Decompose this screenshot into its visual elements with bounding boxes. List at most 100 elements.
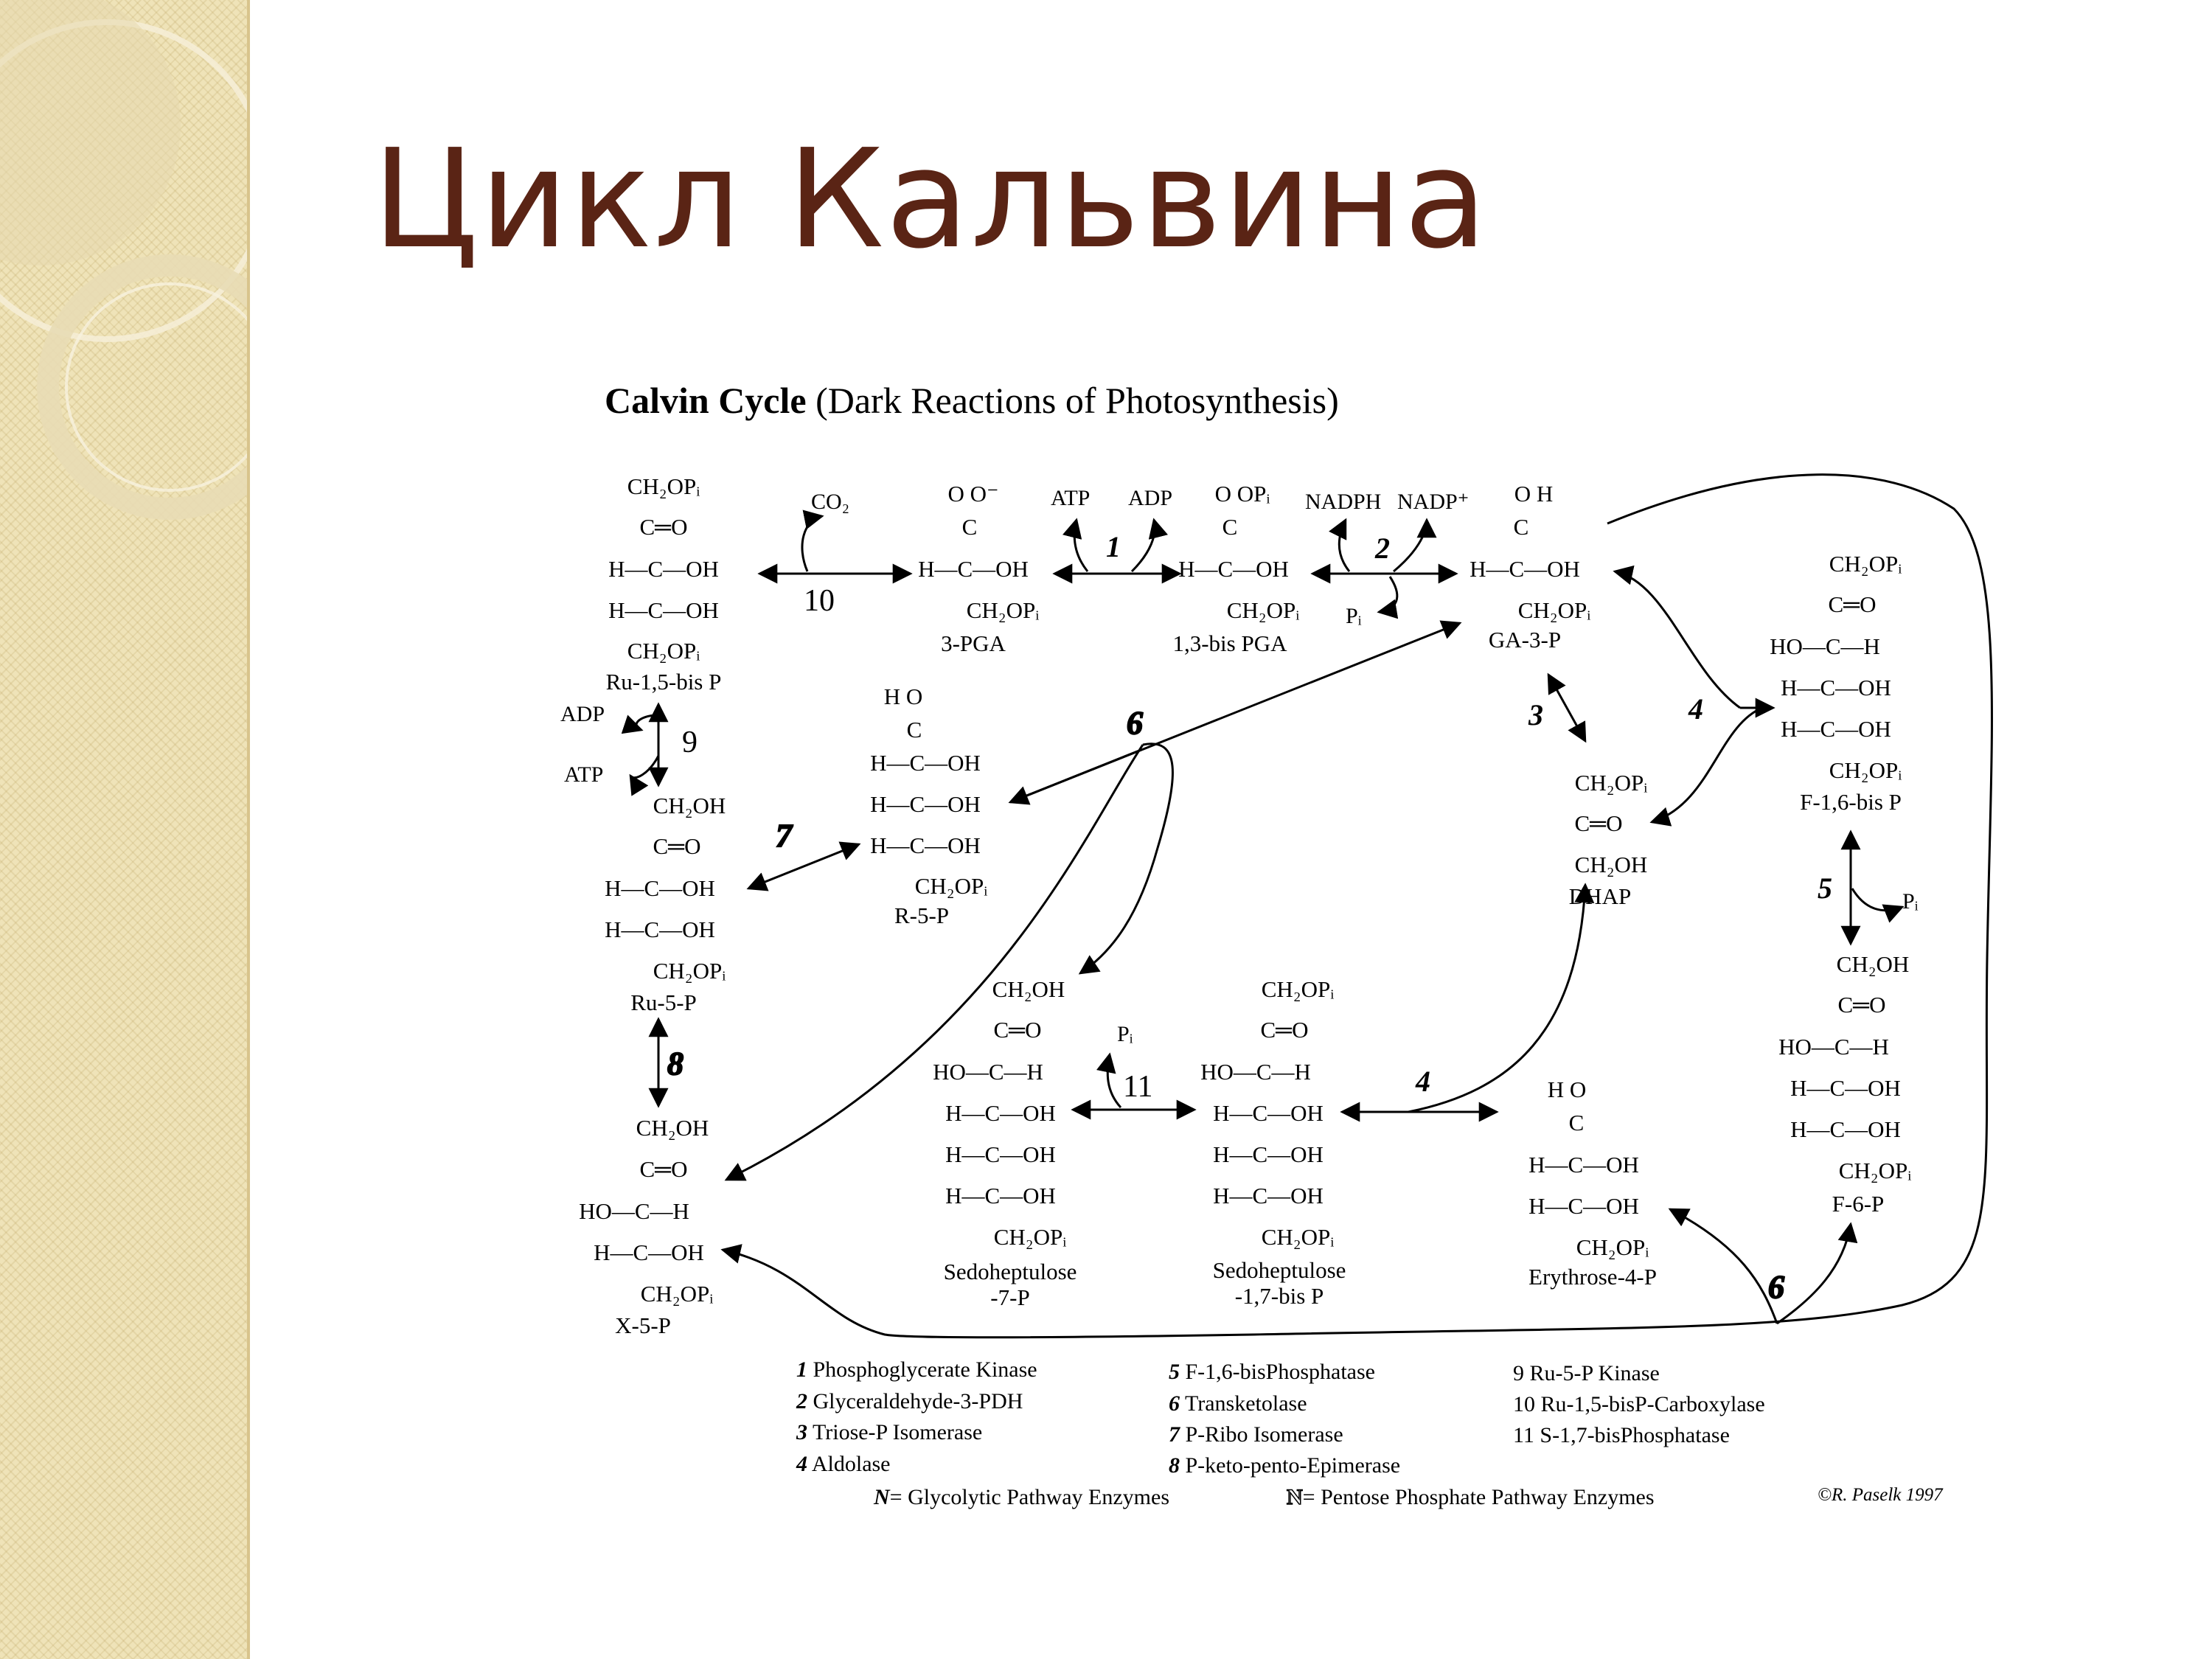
compound-name: 1,3-bis PGA	[1172, 630, 1287, 656]
legend-pentose-note: N= Pentose Phosphate Pathway Enzymes	[1287, 1485, 1655, 1509]
structure-line: H—C—OH	[605, 917, 715, 942]
cofactor-pi-2: Pᵢ	[1346, 604, 1362, 628]
compound-name: DHAP	[1569, 883, 1631, 909]
structure-line: H—C—OH	[1790, 1116, 1901, 1142]
structure-line: CH₂OPᵢ	[967, 597, 1040, 623]
compound-ru5p: CH₂OH C═O H—C—OH H—C—OH CH₂OPᵢ Ru-5-P	[605, 793, 726, 1015]
arrow-return-loop-x5p	[720, 473, 1993, 1339]
legend-item: 7 P-Ribo Isomerase	[1169, 1422, 1343, 1447]
arrow-adp	[1130, 518, 1168, 573]
compound-name: F-6-P	[1832, 1191, 1885, 1217]
structure-line: H—C—OH	[1528, 1152, 1639, 1178]
arrow-pi-11	[1096, 1052, 1122, 1109]
compound-s7p: CH₂OH C═O HO—C—H H—C—OH H—C—OH H—C—OH CH…	[933, 976, 1077, 1310]
compound-r5p: H O C H—C—OH H—C—OH H—C—OH CH₂OPᵢ R-5-P	[870, 684, 987, 928]
copyright-note: ©R. Paselk 1997	[1818, 1485, 1944, 1505]
decorative-sidebar	[0, 0, 250, 1659]
structure-line: H—C—OH	[870, 832, 981, 858]
structure-line: H—C—OH	[594, 1239, 704, 1265]
compound-name: Ru-5-P	[630, 990, 697, 1015]
arrow-nadp	[1393, 518, 1437, 573]
arrow-pi-5	[1851, 888, 1905, 923]
compound-s17bp: CH₂OPᵢ C═O HO—C—H H—C—OH H—C—OH H—C—OH C…	[1200, 976, 1346, 1309]
structure-line: H—C—OH	[1470, 556, 1580, 582]
structure-line: CH₂OPᵢ	[641, 1281, 714, 1307]
structure-line: H—C—OH	[1790, 1075, 1901, 1101]
compound-ga3p: O H C H—C—OH CH₂OPᵢ GA-3-P	[1470, 481, 1590, 653]
structure-line: H—C—OH	[945, 1100, 1056, 1126]
legend-item: 4 Aldolase	[796, 1452, 891, 1476]
enzyme-2-label: 2	[1374, 532, 1390, 565]
enzyme-4-label: 4	[1688, 692, 1703, 726]
legend-item: 5 F-1,6-bisPhosphatase	[1169, 1360, 1375, 1384]
compound-name: GA-3-P	[1489, 627, 1561, 653]
compound-e4p: H O C H—C—OH H—C—OH CH₂OPᵢ Erythrose-4-P	[1528, 1077, 1657, 1290]
structure-line: CH₂OH	[1575, 852, 1648, 877]
structure-line: CH₂OH	[992, 976, 1065, 1002]
structure-line: H—C—OH	[608, 556, 719, 582]
arrow-to-r5p	[1008, 749, 1140, 805]
structure-line: H—C—OH	[870, 791, 981, 817]
structure-line: C═O	[1837, 992, 1885, 1018]
cofactor-pi-11: Pᵢ	[1117, 1022, 1133, 1046]
structure-line: C	[1569, 1110, 1585, 1135]
legend-item: 1 Phosphoglycerate Kinase	[796, 1357, 1037, 1382]
compound-x5p: CH₂OH C═O HO—C—H H—C—OH CH₂OPᵢ X-5-P	[579, 1115, 713, 1338]
compound-name-line2: -1,7-bis P	[1235, 1283, 1324, 1309]
legend-item: 8 P-keto-pento-Epimerase	[1169, 1453, 1400, 1478]
structure-line: H—C—OH	[1178, 556, 1289, 582]
arrow-dhap-aldolase	[1649, 706, 1763, 827]
compounds-layer: CH₂OPᵢ C═O H—C—OH H—C—OH CH₂OPᵢ Ru-1,5-b…	[579, 473, 1911, 1338]
structure-line: CH₂OH	[1837, 951, 1910, 977]
structure-line: C═O	[639, 514, 687, 540]
structure-line: C	[907, 717, 922, 742]
enzyme-3-label: 3	[1528, 698, 1543, 731]
compound-13bpga: O OPᵢ C H—C—OH CH₂OPᵢ 1,3-bis PGA	[1172, 481, 1299, 656]
structure-line: H—C—OH	[1781, 675, 1891, 700]
structure-line: CH₂OPᵢ	[1829, 551, 1902, 577]
compound-name: Erythrose-4-P	[1528, 1264, 1657, 1290]
cofactor-adp: ADP	[1128, 486, 1172, 510]
compound-ru15bp: CH₂OPᵢ C═O H—C—OH H—C—OH CH₂OPᵢ Ru-1,5-b…	[606, 473, 722, 695]
structure-line: H—C—OH	[1213, 1183, 1324, 1208]
structure-line: H—C—OH	[918, 556, 1029, 582]
structure-line: HO—C—H	[1778, 1034, 1889, 1060]
legend-item: 2 Glyceraldehyde-3-PDH	[796, 1389, 1023, 1413]
sidebar-rings-decoration	[0, 0, 247, 520]
cofactor-adp-9: ADP	[560, 702, 605, 726]
enzyme-6-label-lower: 6	[1768, 1269, 1784, 1305]
structure-line: H—C—OH	[870, 750, 981, 776]
structure-line: CH₂OPᵢ	[1829, 757, 1902, 783]
structure-line: H—C—OH	[608, 597, 719, 623]
cofactor-labels: CO₂ ATP ADP NADPH NADP⁺ Pᵢ ADP ATP Pᵢ Pᵢ	[560, 486, 1919, 1046]
legend-item: 9 Ru-5-P Kinase	[1513, 1361, 1660, 1385]
arrow-adp-9	[621, 714, 659, 734]
enzyme-numbers: 1 2 3 4 4 5 6 6 7 8 9 10 11	[667, 530, 1832, 1306]
structure-line: C	[1514, 514, 1529, 540]
structure-line: O H	[1514, 481, 1554, 507]
arrow-transketolase-e4p	[1668, 1208, 1778, 1324]
compound-f16bp: CH₂OPᵢ C═O HO—C—H H—C—OH H—C—OH CH₂OPᵢ F…	[1770, 551, 1902, 815]
arrow-transketolase-f6p	[1776, 1222, 1858, 1325]
cofactor-atp-9: ATP	[564, 762, 603, 787]
compound-name: F-1,6-bis P	[1800, 789, 1902, 815]
legend-item: 10 Ru-1,5-bisP-Carboxylase	[1513, 1392, 1765, 1416]
compound-name: Ru-1,5-bis P	[606, 669, 722, 695]
structure-line: CH₂OPᵢ	[994, 1224, 1067, 1250]
legend-item: 11 S-1,7-bisPhosphatase	[1513, 1423, 1730, 1447]
structure-line: H—C—OH	[1213, 1141, 1324, 1167]
legend-column-3: 9 Ru-5-P Kinase 10 Ru-1,5-bisP-Carboxyla…	[1513, 1361, 1765, 1447]
structure-line: H—C—OH	[945, 1141, 1056, 1167]
structure-line: HO—C—H	[1770, 633, 1880, 659]
slide-title: Цикл Кальвина	[372, 119, 1489, 279]
compound-name: X-5-P	[615, 1312, 671, 1338]
structure-line: C═O	[1260, 1017, 1308, 1043]
reaction-arrows	[621, 473, 1993, 1339]
structure-line: HO—C—H	[1200, 1059, 1311, 1085]
enzyme-8-label: 8	[667, 1046, 684, 1082]
arrow-nadph	[1329, 518, 1351, 572]
structure-line: CH₂OPᵢ	[1575, 770, 1648, 796]
structure-line: C═O	[639, 1156, 687, 1182]
arrow-to-x5p	[724, 744, 1144, 1181]
